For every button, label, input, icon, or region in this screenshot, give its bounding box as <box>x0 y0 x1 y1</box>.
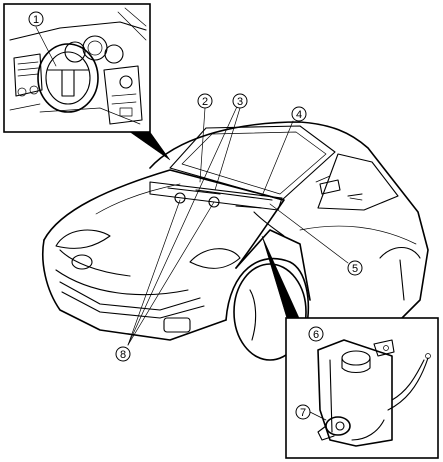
callout-3: 3 <box>232 93 248 109</box>
callout-4: 4 <box>291 106 307 122</box>
tank-inset <box>285 317 439 459</box>
callout-8-label: 8 <box>120 349 126 361</box>
callout-7: 7 <box>295 404 327 421</box>
interior-inset <box>3 3 171 161</box>
callout-5: 5 <box>347 260 363 276</box>
callout-1-label: 1 <box>33 14 39 26</box>
washer-tank-icon <box>317 339 431 447</box>
callout-4-label: 4 <box>296 109 302 121</box>
callout-7-label: 7 <box>300 407 306 419</box>
leader-lines <box>35 26 349 346</box>
sports-car-icon <box>41 121 429 361</box>
callout-2-label: 2 <box>202 96 208 108</box>
callout-5-label: 5 <box>352 263 358 275</box>
dashboard-steering-wheel-icon <box>9 7 147 125</box>
callout-6: 6 <box>308 326 324 342</box>
callout-6-label: 6 <box>313 329 319 341</box>
callout-8: 8 <box>115 346 131 362</box>
callout-3-label: 3 <box>237 96 243 108</box>
callout-1: 1 <box>28 11 44 27</box>
callout-2: 2 <box>197 93 213 109</box>
